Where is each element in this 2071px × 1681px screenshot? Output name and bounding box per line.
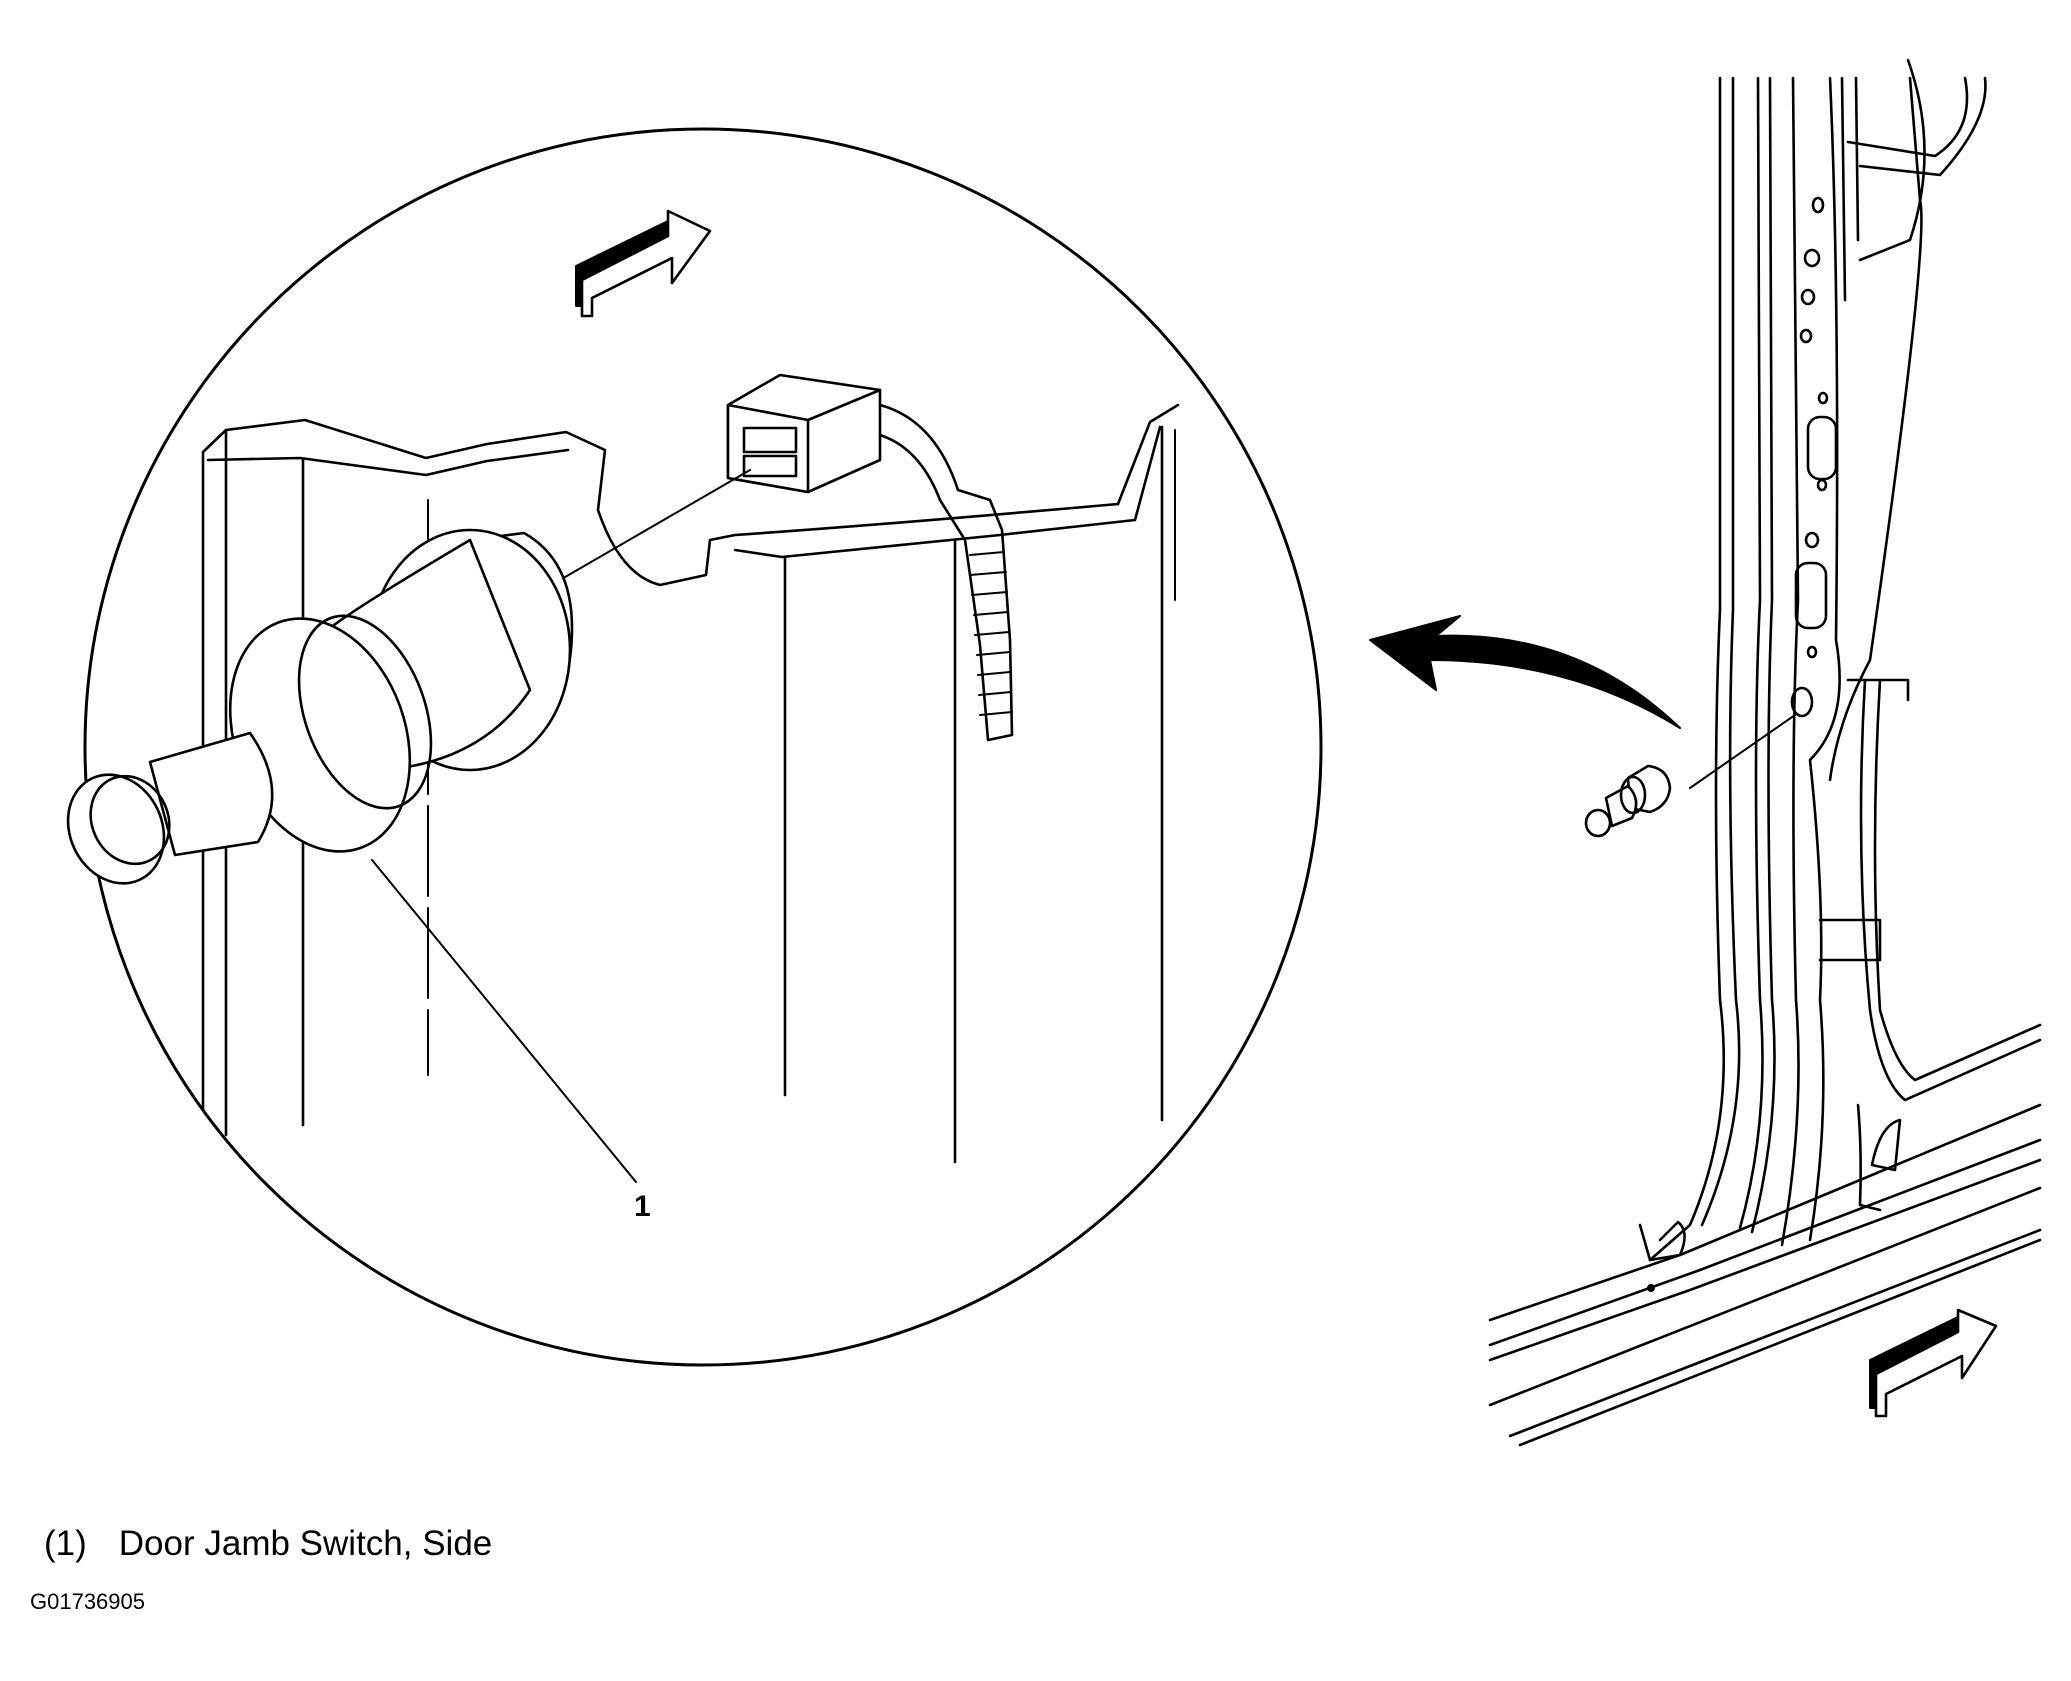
figure-id: G01736905	[30, 1589, 145, 1614]
pillar-detail	[201, 403, 1180, 1164]
forward-arrow-detail	[575, 209, 712, 318]
callout-number: 1	[634, 1190, 651, 1223]
legend: (1) Door Jamb Switch, Side	[44, 1524, 492, 1564]
detail-circle	[83, 127, 1323, 1367]
detail-view: 1	[66, 127, 1323, 1367]
callout-leader-line	[371, 859, 637, 1183]
door-jamb-switch-detail	[66, 528, 574, 885]
overall-view	[1488, 58, 2042, 1447]
forward-arrow-overall	[1869, 1308, 1998, 1418]
door-jamb-switch-location	[1584, 714, 1796, 838]
detail-pointer-arrow	[1369, 615, 1681, 729]
connector	[559, 373, 882, 581]
legend-text: Door Jamb Switch, Side	[118, 1524, 493, 1563]
legend-number: (1)	[44, 1524, 87, 1563]
wiring-harness	[878, 403, 1014, 742]
